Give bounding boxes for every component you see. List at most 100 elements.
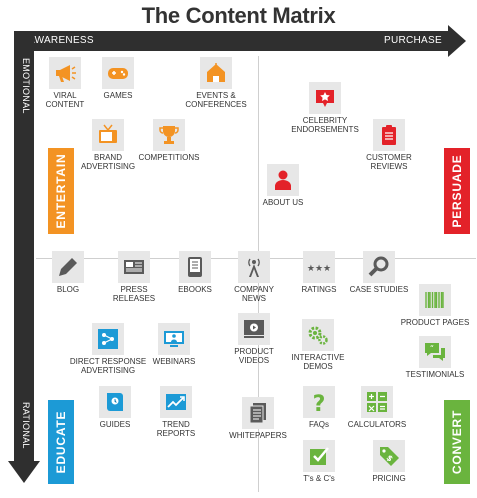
question-mark-icon: ?: [303, 386, 335, 418]
network-icon: [92, 323, 124, 355]
item-games: GAMES: [93, 57, 143, 100]
item-faqs: ? FAQs: [294, 386, 344, 429]
events-conferences-label: EVENTS & CONFERENCES: [185, 91, 247, 109]
product-pages-label: PRODUCT PAGES: [400, 318, 470, 327]
item-product-pages: PRODUCT PAGES: [398, 284, 472, 327]
svg-text:$: $: [384, 453, 395, 464]
product-videos-label: PRODUCT VIDEOS: [234, 347, 274, 365]
star-badge-icon: [309, 82, 341, 114]
ebooks-label: EBOOKS: [178, 285, 212, 294]
whitepapers-label: WHITEPAPERS: [229, 431, 287, 440]
item-calculators: CALCULATORS: [342, 386, 412, 429]
trend-reports-label: TREND REPORTS: [156, 420, 196, 438]
item-trend-reports: TREND REPORTS: [148, 386, 204, 438]
press-releases-label: PRESS RELEASES: [112, 285, 156, 303]
page-title: The Content Matrix: [141, 3, 336, 28]
magnifier-icon: [363, 251, 395, 283]
svg-text:★★★: ★★★: [307, 264, 331, 274]
games-label: GAMES: [103, 91, 133, 100]
case-studies-label: CASE STUDIES: [349, 285, 409, 294]
document-stack-icon: [242, 397, 274, 429]
awareness-label: AWARENESS: [28, 35, 94, 46]
rational-label: RATIONAL: [21, 402, 31, 449]
emotional-rational-arrow: [8, 31, 40, 483]
educate-bar: EDUCATE: [48, 400, 74, 484]
person-icon: [267, 164, 299, 196]
item-brand-advertising: BRAND ADVERTISING: [78, 119, 138, 171]
item-customer-reviews: CUSTOMER REVIEWS: [358, 119, 420, 171]
price-tag-icon: $: [373, 440, 405, 472]
tent-icon: [200, 57, 232, 89]
tv-icon: [92, 119, 124, 151]
customer-reviews-label: CUSTOMER REVIEWS: [366, 153, 412, 171]
entertain-bar: ENTERTAIN: [48, 148, 74, 234]
webinars-label: WEBINARS: [152, 357, 196, 366]
gamepad-icon: [102, 57, 134, 89]
pencil-icon: [52, 251, 84, 283]
megaphone-icon: [49, 57, 81, 89]
item-pricing: $ PRICING: [364, 440, 414, 483]
item-webinars: WEBINARS: [146, 323, 202, 366]
gears-icon: [302, 319, 334, 351]
pricing-label: PRICING: [372, 474, 406, 483]
direct-response-advertising-label: DIRECT RESPONSE ADVERTISING: [69, 357, 147, 375]
item-celebrity-endorsements: CELEBRITY ENDORSEMENTS: [284, 82, 366, 134]
viral-content-label: VIRAL CONTENT: [45, 91, 85, 109]
item-case-studies: CASE STUDIES: [344, 251, 414, 294]
purchase-label: PURCHASE: [384, 35, 442, 46]
stars-icon: ★★★: [303, 251, 335, 283]
entertain-label: ENTERTAIN: [54, 153, 68, 229]
ts-cs-label: T's & C's: [303, 474, 335, 483]
newspaper-icon: [118, 251, 150, 283]
company-news-label: COMPANY NEWS: [234, 285, 274, 303]
item-about-us: ABOUT US: [258, 164, 308, 207]
interactive-demos-label: INTERACTIVE DEMOS: [291, 353, 345, 371]
item-viral-content: VIRAL CONTENT: [40, 57, 90, 109]
svg-text:?: ?: [313, 392, 326, 414]
awareness-purchase-arrow: [16, 25, 466, 57]
item-ebooks: EBOOKS: [170, 251, 220, 294]
item-ratings: ★★★ RATINGS: [294, 251, 344, 294]
svg-text:“: “: [430, 344, 434, 353]
book-icon: [99, 386, 131, 418]
faqs-label: FAQs: [308, 420, 329, 429]
about-us-label: ABOUT US: [262, 198, 304, 207]
trend-chart-icon: [160, 386, 192, 418]
item-ts-cs: T's & C's: [294, 440, 344, 483]
persuade-label: PERSUADE: [450, 154, 464, 228]
item-guides: GUIDES: [90, 386, 140, 429]
monitor-icon: [158, 323, 190, 355]
item-testimonials: “ TESTIMONIALS: [400, 336, 470, 379]
clipboard-icon: [373, 119, 405, 151]
item-events-conferences: EVENTS & CONFERENCES: [180, 57, 252, 109]
brand-advertising-label: BRAND ADVERTISING: [80, 153, 136, 171]
trophy-icon: [153, 119, 185, 151]
competitions-label: COMPETITIONS: [138, 153, 200, 162]
testimonials-label: TESTIMONIALS: [405, 370, 465, 379]
item-competitions: COMPETITIONS: [134, 119, 204, 162]
item-interactive-demos: INTERACTIVE DEMOS: [286, 319, 350, 371]
convert-bar: CONVERT: [444, 400, 470, 484]
item-company-news: COMPANY NEWS: [226, 251, 282, 303]
item-blog: BLOG: [46, 251, 90, 294]
item-press-releases: PRESS RELEASES: [106, 251, 162, 303]
calculator-icon: [361, 386, 393, 418]
ratings-label: RATINGS: [301, 285, 337, 294]
guides-label: GUIDES: [99, 420, 131, 429]
educate-label: EDUCATE: [54, 410, 68, 474]
item-product-videos: PRODUCT VIDEOS: [226, 313, 282, 365]
emotional-label: EMOTIONAL: [21, 58, 31, 114]
calculators-label: CALCULATORS: [347, 420, 407, 429]
celebrity-endorsements-label: CELEBRITY ENDORSEMENTS: [291, 116, 359, 134]
item-whitepapers: WHITEPAPERS: [226, 397, 290, 440]
persuade-bar: PERSUADE: [444, 148, 470, 234]
video-icon: [238, 313, 270, 345]
checkbox-icon: [303, 440, 335, 472]
barcode-icon: [419, 284, 451, 316]
speech-bubbles-icon: “: [419, 336, 451, 368]
item-direct-response-advertising: DIRECT RESPONSE ADVERTISING: [64, 323, 152, 375]
ereader-icon: [179, 251, 211, 283]
convert-label: CONVERT: [450, 409, 464, 475]
blog-label: BLOG: [56, 285, 80, 294]
broadcast-tower-icon: [238, 251, 270, 283]
